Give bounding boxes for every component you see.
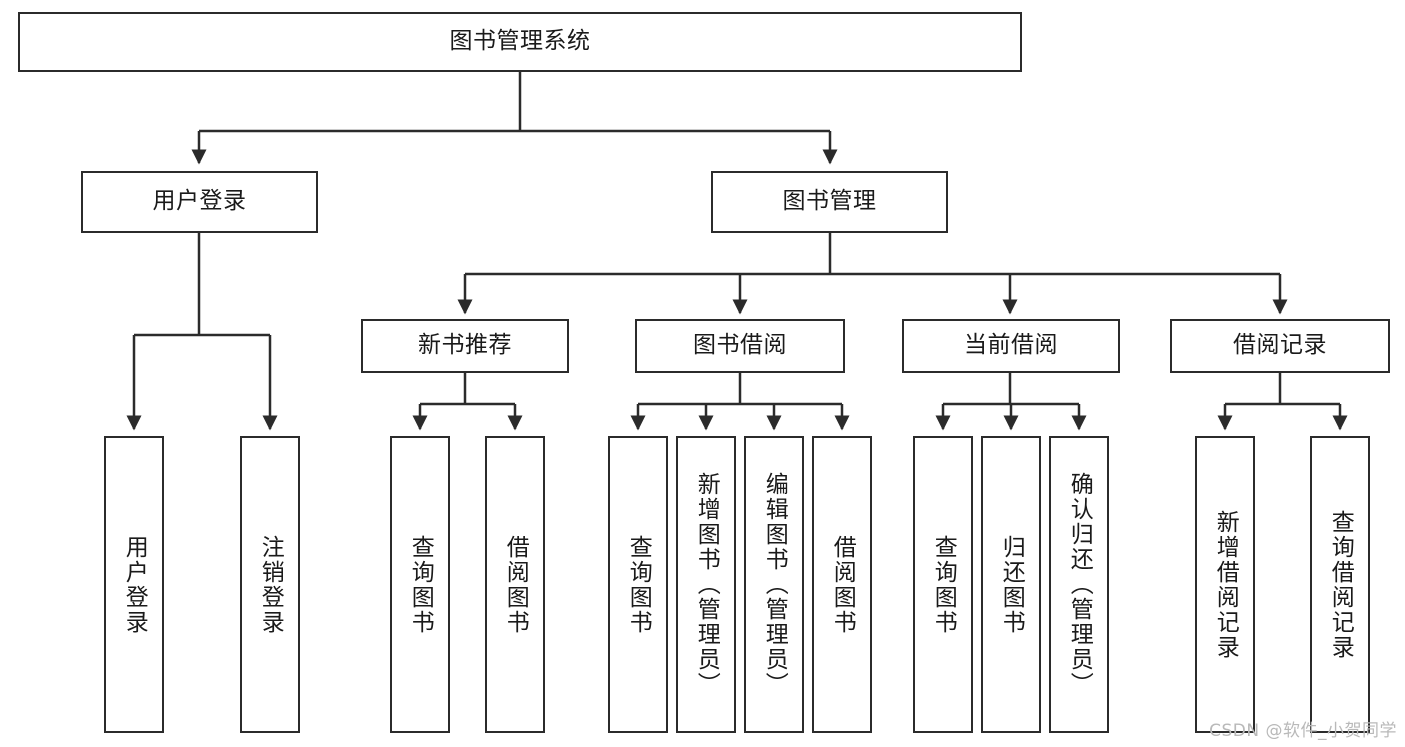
- csdn-watermark: CSDN @软件_小贺同学: [1209, 721, 1397, 741]
- leaf-current-query-book[interactable]: 查询图书: [913, 436, 973, 733]
- node-borrow-record[interactable]: 借阅记录: [1170, 319, 1390, 373]
- node-book-borrow-label: 图书借阅: [693, 332, 787, 359]
- leaf-label: 注销登录: [257, 534, 284, 635]
- leaf-label: 查询图书: [625, 534, 652, 635]
- node-book-management[interactable]: 图书管理: [711, 171, 948, 233]
- node-user-login-label: 用户登录: [152, 188, 247, 215]
- node-root-label: 图书管理系统: [449, 28, 591, 55]
- node-new-book-recommend-label: 新书推荐: [418, 332, 512, 359]
- node-book-borrow[interactable]: 图书借阅: [635, 319, 845, 373]
- node-new-book-recommend[interactable]: 新书推荐: [361, 319, 569, 373]
- node-current-borrow-label: 当前借阅: [964, 332, 1058, 359]
- leaf-current-confirm-return[interactable]: 确认归还（管理员）: [1049, 436, 1109, 733]
- leaf-user-login-logout[interactable]: 注销登录: [240, 436, 300, 733]
- leaf-label: 归还图书: [998, 534, 1025, 635]
- node-user-login[interactable]: 用户登录: [81, 171, 318, 233]
- leaf-label: 新增图书（管理员）: [693, 472, 720, 697]
- node-current-borrow[interactable]: 当前借阅: [902, 319, 1120, 373]
- leaf-label: 确认归还（管理员）: [1066, 472, 1093, 697]
- leaf-record-add[interactable]: 新增借阅记录: [1195, 436, 1255, 733]
- leaf-label: 新增借阅记录: [1212, 509, 1239, 660]
- leaf-borrow-query-book[interactable]: 查询图书: [608, 436, 668, 733]
- leaf-borrow-edit-book[interactable]: 编辑图书（管理员）: [744, 436, 804, 733]
- leaf-label: 查询图书: [930, 534, 957, 635]
- node-root[interactable]: 图书管理系统: [18, 12, 1022, 72]
- leaf-user-login-login[interactable]: 用户登录: [104, 436, 164, 733]
- leaf-current-return-book[interactable]: 归还图书: [981, 436, 1041, 733]
- leaf-record-query[interactable]: 查询借阅记录: [1310, 436, 1370, 733]
- leaf-label: 查询图书: [407, 534, 434, 635]
- leaf-label: 用户登录: [121, 534, 148, 635]
- leaf-new-book-borrow[interactable]: 借阅图书: [485, 436, 545, 733]
- leaf-new-book-query[interactable]: 查询图书: [390, 436, 450, 733]
- leaf-label: 借阅图书: [829, 534, 856, 635]
- leaf-borrow-add-book[interactable]: 新增图书（管理员）: [676, 436, 736, 733]
- leaf-borrow-borrow-book[interactable]: 借阅图书: [812, 436, 872, 733]
- node-borrow-record-label: 借阅记录: [1233, 332, 1327, 359]
- node-book-management-label: 图书管理: [782, 188, 877, 215]
- leaf-label: 借阅图书: [502, 534, 529, 635]
- leaf-label: 编辑图书（管理员）: [761, 472, 788, 697]
- leaf-label: 查询借阅记录: [1327, 509, 1354, 660]
